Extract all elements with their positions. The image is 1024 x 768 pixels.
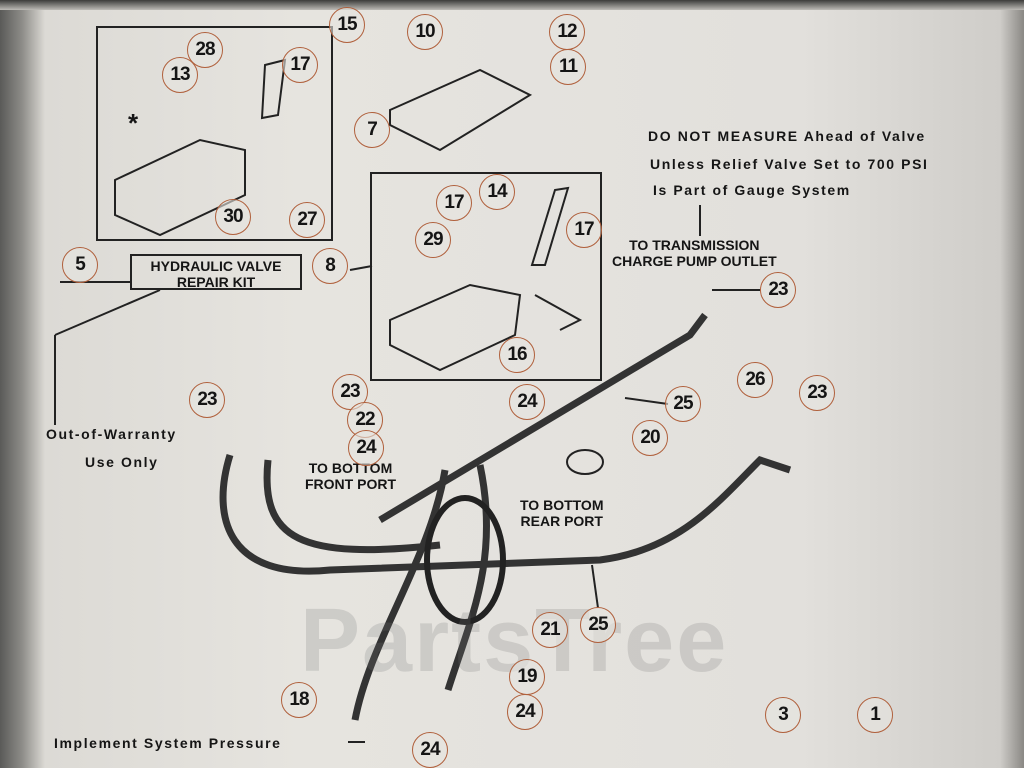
- callout-24[interactable]: 24: [348, 430, 384, 466]
- front-port-label: TO BOTTOM FRONT PORT: [305, 460, 396, 492]
- callout-23[interactable]: 23: [799, 375, 835, 411]
- callout-25[interactable]: 25: [580, 607, 616, 643]
- callout-12[interactable]: 12: [549, 14, 585, 50]
- control-valve-body: [389, 283, 522, 372]
- callout-18[interactable]: 18: [281, 682, 317, 718]
- hose: [263, 459, 441, 554]
- hose-19: [444, 464, 491, 692]
- callout-23[interactable]: 23: [189, 382, 225, 418]
- repair-kit-frame: [96, 26, 333, 241]
- screen-bezel: [0, 0, 1024, 10]
- callout-3[interactable]: 3: [765, 697, 801, 733]
- measure-note-line1: DO NOT MEASURE Ahead of Valve: [648, 128, 926, 144]
- callout-14[interactable]: 14: [479, 174, 515, 210]
- callout-17[interactable]: 17: [566, 212, 602, 248]
- measure-note-line3: Is Part of Gauge System: [653, 182, 851, 198]
- callout-17[interactable]: 17: [436, 185, 472, 221]
- asterisk-marker: *: [128, 108, 139, 138]
- callout-25[interactable]: 25: [665, 386, 701, 422]
- callout-17[interactable]: 17: [282, 47, 318, 83]
- kit-line2: REPAIR KIT: [176, 274, 256, 290]
- callout-23[interactable]: 23: [760, 272, 796, 308]
- rear-port-line1: TO BOTTOM: [520, 497, 604, 513]
- callout-24[interactable]: 24: [509, 384, 545, 420]
- callout-24[interactable]: 24: [507, 694, 543, 730]
- kit-lever: [260, 58, 287, 120]
- callout-24[interactable]: 24: [412, 732, 448, 768]
- callout-7[interactable]: 7: [354, 112, 390, 148]
- callout-1[interactable]: 1: [857, 697, 893, 733]
- transmission-label: TO TRANSMISSION CHARGE PUMP OUTLET: [612, 237, 777, 269]
- callout-5[interactable]: 5: [62, 247, 98, 283]
- bracket: [389, 68, 533, 152]
- control-lever: [530, 186, 570, 266]
- repair-kit-label: HYDRAULIC VALVE REPAIR KIT: [130, 254, 302, 290]
- transmission-line2: CHARGE PUMP OUTLET: [612, 253, 777, 269]
- hose-25: [219, 453, 792, 575]
- callout-26[interactable]: 26: [737, 362, 773, 398]
- callout-13[interactable]: 13: [162, 57, 198, 93]
- clamp-20: [566, 449, 604, 475]
- measure-note-line2: Unless Relief Valve Set to 700 PSI: [650, 156, 929, 172]
- rear-port-label: TO BOTTOM REAR PORT: [520, 497, 603, 529]
- rear-port-line2: REAR PORT: [520, 513, 603, 529]
- callout-8[interactable]: 8: [312, 248, 348, 284]
- clamp-21: [424, 495, 506, 625]
- transmission-line1: TO TRANSMISSION: [629, 237, 760, 253]
- callout-16[interactable]: 16: [499, 337, 535, 373]
- tube-25: [378, 312, 708, 524]
- linkage: [534, 294, 583, 331]
- valve-frame: [370, 172, 602, 381]
- callout-22[interactable]: 22: [347, 402, 383, 438]
- warranty-line2: Use Only: [85, 454, 159, 470]
- front-port-line1: TO BOTTOM: [308, 460, 393, 476]
- callout-29[interactable]: 29: [415, 222, 451, 258]
- callout-11[interactable]: 11: [550, 49, 586, 85]
- callout-21[interactable]: 21: [532, 612, 568, 648]
- callout-30[interactable]: 30: [215, 199, 251, 235]
- callout-19[interactable]: 19: [509, 659, 545, 695]
- front-port-line2: FRONT PORT: [305, 476, 396, 492]
- callout-20[interactable]: 20: [632, 420, 668, 456]
- callout-15[interactable]: 15: [329, 7, 365, 43]
- callout-27[interactable]: 27: [289, 202, 325, 238]
- implement-pressure-note: Implement System Pressure: [54, 735, 282, 751]
- hose-18: [351, 469, 449, 721]
- kit-valve-body: [114, 138, 246, 237]
- callout-10[interactable]: 10: [407, 14, 443, 50]
- warranty-line1: Out-of-Warranty: [46, 426, 177, 442]
- kit-line1: HYDRAULIC VALVE: [150, 258, 282, 274]
